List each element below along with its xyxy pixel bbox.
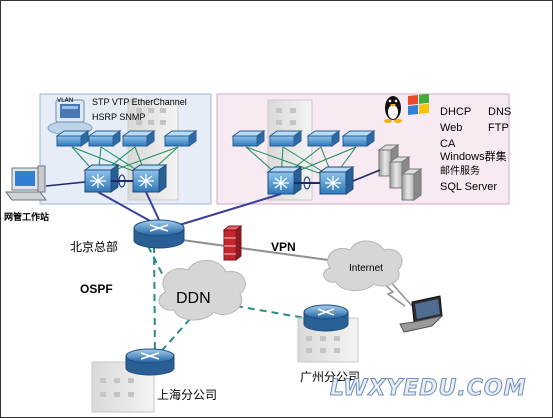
watermark: LWXYEDU.COM bbox=[330, 376, 527, 402]
ospf-label: OSPF bbox=[80, 282, 113, 296]
shanghai-building bbox=[91, 361, 155, 413]
service-ftp: FTP bbox=[488, 122, 509, 134]
shanghai-label: 上海分公司 bbox=[157, 388, 218, 402]
laptop-icon bbox=[399, 295, 444, 333]
internet-label: Internet bbox=[349, 263, 383, 274]
access-switch bbox=[231, 130, 266, 147]
service-sql-server: SQL Server bbox=[440, 181, 498, 193]
distribution-switch bbox=[318, 166, 355, 195]
guangzhou-label: 广州分公司 bbox=[300, 370, 361, 384]
ddn-label: DDN bbox=[176, 290, 211, 307]
vpn-label: VPN bbox=[271, 240, 296, 254]
ddn-cloud bbox=[158, 260, 246, 321]
access-switch bbox=[163, 130, 198, 147]
management-station-icon bbox=[5, 165, 47, 201]
service-mail: 邮件服务 bbox=[440, 166, 480, 177]
service-web: Web bbox=[440, 122, 463, 134]
trunk-link bbox=[145, 191, 161, 223]
distribution-switch bbox=[131, 164, 168, 193]
vpn-link bbox=[181, 239, 344, 263]
trunk-link bbox=[97, 191, 153, 223]
distribution-switch bbox=[266, 166, 303, 195]
firewall-icon bbox=[222, 224, 243, 262]
access-switch bbox=[306, 130, 341, 147]
server-rack bbox=[377, 144, 423, 201]
access-switch bbox=[268, 130, 303, 147]
mgmt-link bbox=[45, 181, 86, 187]
hq-router bbox=[133, 219, 185, 249]
distribution-switch bbox=[83, 164, 120, 193]
access-switch bbox=[55, 130, 90, 147]
vlan-icon bbox=[47, 99, 93, 136]
vlan-badge-label: VLAN bbox=[57, 97, 74, 104]
etherchannel-link bbox=[294, 176, 320, 190]
service-windows-cluster: Windows群集 bbox=[440, 151, 507, 163]
shanghai-router bbox=[125, 348, 175, 376]
access-switch bbox=[121, 130, 156, 147]
guangzhou-router bbox=[303, 304, 349, 332]
protocol-label-line1: STP VTP EtherChannel bbox=[92, 97, 187, 107]
service-dhcp: DHCP bbox=[440, 106, 472, 118]
mgmt-station-label: 网管工作站 bbox=[4, 213, 50, 223]
etherchannel-link bbox=[111, 174, 133, 188]
internet-cloud bbox=[323, 240, 403, 291]
hq-label: 北京总部 bbox=[70, 240, 119, 254]
trunk-link bbox=[175, 193, 282, 227]
service-dns: DNS bbox=[488, 106, 512, 118]
windows-logo-icon bbox=[408, 93, 429, 115]
linux-penguin-icon bbox=[384, 96, 402, 123]
access-switch bbox=[87, 130, 122, 147]
protocol-label-line2: HSRP SNMP bbox=[92, 112, 146, 122]
server-uplink bbox=[352, 169, 381, 182]
service-ca: CA bbox=[440, 138, 456, 150]
access-switch bbox=[341, 130, 376, 147]
server-farm-panel bbox=[216, 93, 510, 205]
